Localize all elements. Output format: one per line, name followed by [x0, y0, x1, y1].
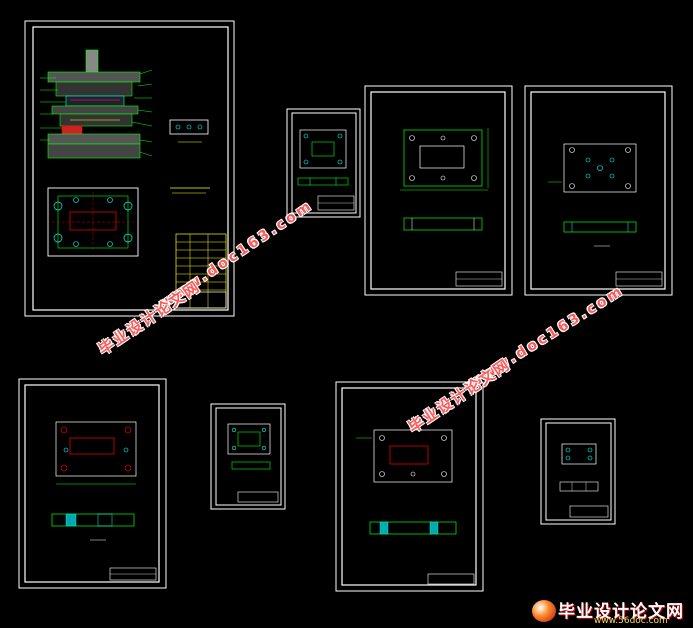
drawing-sheet-assembly[interactable]: [24, 20, 235, 317]
drawing-sheet-part-7[interactable]: [335, 381, 484, 592]
assembly-plan-view: [47, 187, 139, 257]
drawing-sheet-part-8[interactable]: [540, 418, 616, 525]
drawing-sheet-part-5[interactable]: [18, 378, 167, 589]
site-logo-title: 毕业设计论文网: [558, 602, 684, 622]
assembly-section-view: [40, 49, 153, 159]
globe-logo-icon: [532, 600, 556, 622]
assembly-parts-list: [175, 233, 227, 309]
drawing-sheet-part-3[interactable]: [364, 85, 513, 296]
site-logo: 毕业设计论文网 www.56doc.com: [528, 596, 693, 628]
assembly-detail-part: [169, 119, 209, 143]
drawing-sheet-part-4[interactable]: [524, 85, 673, 296]
drawing-sheet-part-6[interactable]: [210, 403, 286, 510]
site-logo-url: www.56doc.com: [594, 616, 668, 626]
drawing-sheet-part-2[interactable]: [286, 108, 361, 218]
